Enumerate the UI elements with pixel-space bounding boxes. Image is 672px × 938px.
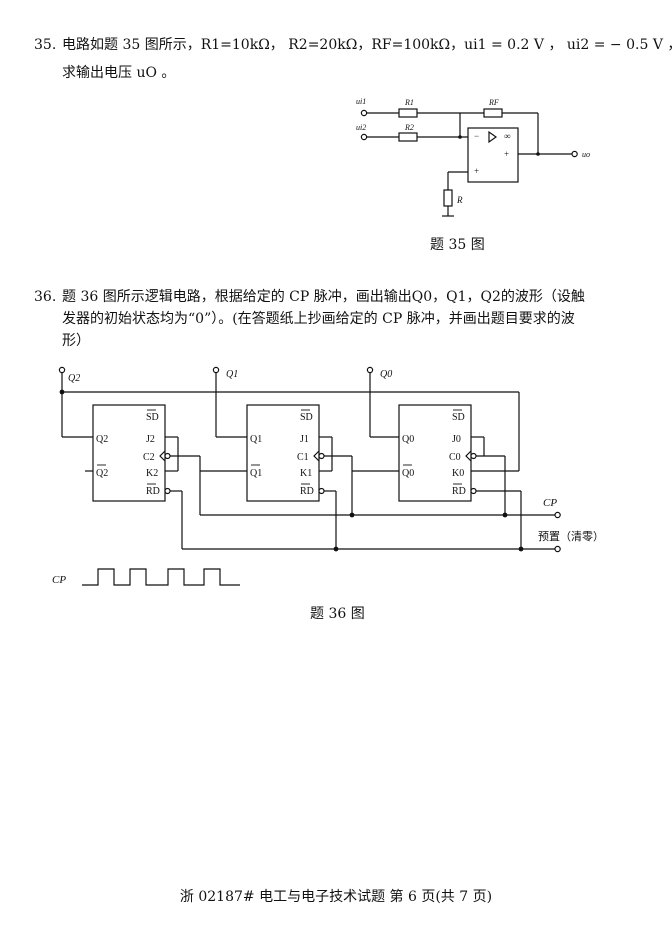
- ff2-qbar: Q2: [96, 468, 108, 479]
- opamp-minus: −: [474, 131, 479, 141]
- label-q2-out: Q2: [68, 373, 80, 384]
- label-ui2: ui2: [356, 123, 366, 132]
- label-preset-clear: 预置（清零）: [538, 530, 604, 543]
- q35-number: 35.: [34, 37, 57, 53]
- ff0-rd: RD: [452, 486, 466, 497]
- ff1-rd: RD: [300, 486, 314, 497]
- ff0-q: Q0: [402, 434, 414, 445]
- junction-dot: [502, 512, 508, 518]
- q36-line3: 形）: [62, 333, 90, 349]
- figure-36-caption: 题 36 图: [310, 606, 365, 622]
- ff0-qbar: Q0: [402, 468, 414, 479]
- figure-36-circuit: Q2 Q1 Q0 SD J2 Q2 C2 K2 Q2 RD SD J1 Q1 C…: [52, 366, 604, 586]
- label-cp-wave: CP: [52, 574, 66, 586]
- junction-dot: [59, 389, 65, 395]
- label-r1: R1: [404, 98, 414, 107]
- ff1-q: Q1: [250, 434, 262, 445]
- q35-line2: 求输出电压 uO 。: [62, 65, 176, 81]
- ff2-c: C2: [143, 452, 155, 463]
- node-dot: [536, 152, 540, 156]
- label-cp: CP: [543, 497, 557, 509]
- ff0-sd: SD: [452, 412, 465, 423]
- ff1-sd: SD: [300, 412, 313, 423]
- q36-line1: 题 36 图所示逻辑电路，根据给定的 CP 脉冲，画出输出Q0，Q1，Q2的波形…: [62, 289, 585, 305]
- label-r2: R2: [404, 123, 414, 132]
- ff1-j: J1: [300, 434, 309, 445]
- flipflop-0: SD J0 Q0 C0 K0 Q0 RD: [402, 412, 466, 497]
- ff2-rd: RD: [146, 486, 160, 497]
- ff0-k: K0: [452, 468, 464, 479]
- opamp-plus: +: [504, 149, 509, 159]
- ff2-q: Q2: [96, 434, 108, 445]
- ff2-k: K2: [146, 468, 158, 479]
- figure-35-caption: 题 35 图: [430, 237, 485, 253]
- figure-35-circuit: ui1 ui2 R1 R2 RF R uo − ∞ + +: [356, 97, 590, 217]
- ff1-k: K1: [300, 468, 312, 479]
- label-r: R: [456, 195, 463, 205]
- opamp-inf: ∞: [504, 131, 510, 141]
- ff2-sd: SD: [146, 412, 159, 423]
- ff0-j: J0: [452, 434, 461, 445]
- page-footer: 浙 02187# 电工与电子技术试题 第 6 页(共 7 页): [179, 889, 493, 905]
- label-rf: RF: [488, 98, 499, 107]
- label-q0-out: Q0: [380, 369, 392, 380]
- q36-number: 36.: [34, 289, 57, 305]
- label-q1-out: Q1: [226, 369, 238, 380]
- q36-line2: 发器的初始状态均为“0”）。(在答题纸上抄画给定的 CP 脉冲，并画出题目要求的…: [62, 311, 575, 327]
- node-dot: [458, 135, 462, 139]
- junction-dot: [349, 512, 355, 518]
- ff1-c: C1: [297, 452, 309, 463]
- ff1-qbar: Q1: [250, 468, 262, 479]
- flipflop-1: SD J1 Q1 C1 K1 Q1 RD: [250, 412, 314, 497]
- junction-dot: [333, 546, 339, 552]
- junction-dot: [518, 546, 524, 552]
- label-uo: uo: [582, 150, 590, 159]
- q35-line1: 电路如题 35 图所示，R1=10kΩ， R2=20kΩ，RF=100kΩ，ui…: [62, 37, 672, 53]
- flipflop-2: SD J2 Q2 C2 K2 Q2 RD: [96, 412, 160, 497]
- ff0-c: C0: [449, 452, 461, 463]
- ff2-j: J2: [146, 434, 155, 445]
- label-ui1: ui1: [356, 97, 366, 106]
- opamp-plus-input: +: [474, 166, 479, 176]
